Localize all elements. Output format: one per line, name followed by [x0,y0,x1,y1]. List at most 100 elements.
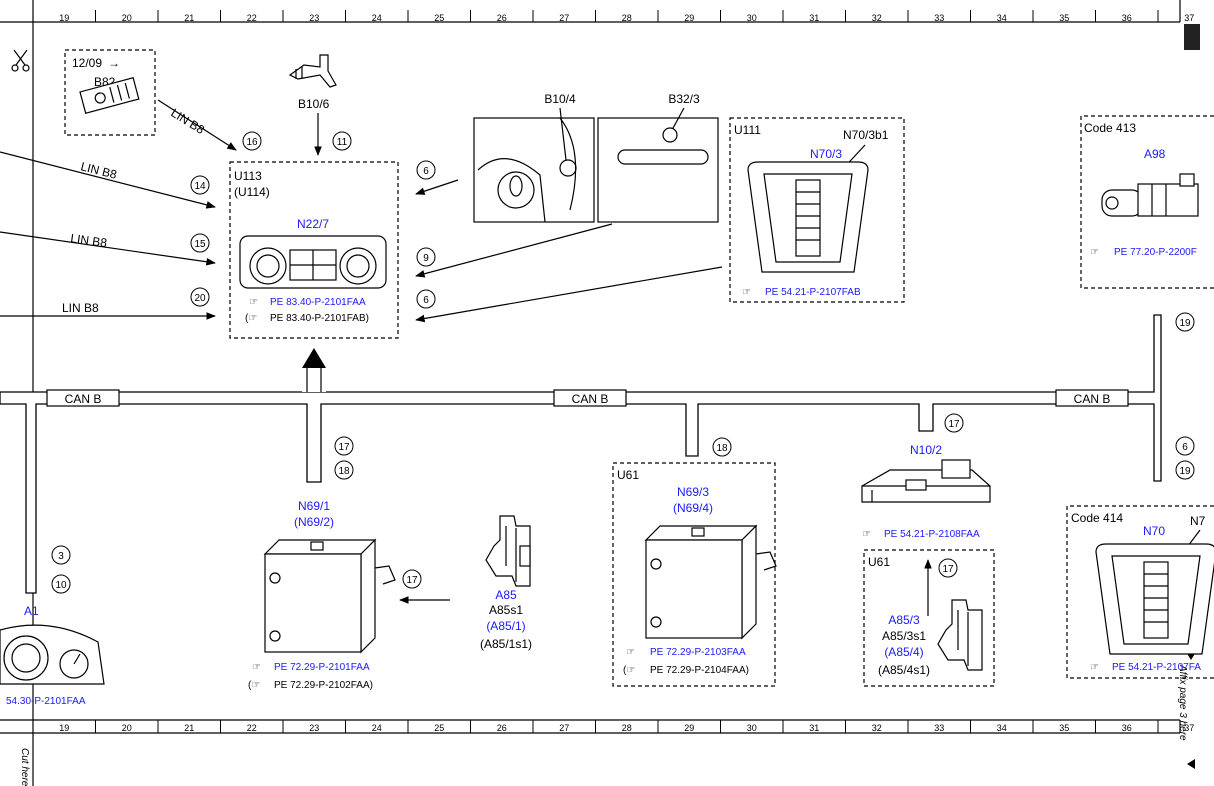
code413-label: Code 413 [1084,121,1136,135]
grid-column-label: 35 [1059,13,1069,23]
n70-3-ref: PE 54.21-P-2107FAB [765,287,861,298]
control-unit-icon [263,538,396,654]
svg-text:☞: ☞ [862,529,871,540]
b10-6-sensor-icon [288,54,337,88]
u61-label-a: U61 [617,468,639,482]
u61-label-b: U61 [868,555,890,569]
climate-control-panel-icon [239,235,387,289]
svg-text:3: 3 [58,551,64,562]
scissors-icon [11,49,30,72]
cut-here-label: Cut here [19,748,30,786]
b82-sensor-icon [79,77,140,114]
lin-label-b82: LIN B8 [168,106,207,137]
a85-3s1-label: A85/3s1 [882,629,926,643]
grid-column-label: 35 [1059,723,1069,733]
grid-column-label: 22 [247,723,257,733]
grid-column-label: 29 [684,723,694,733]
b82-group: 12/09 → B82 [64,49,156,136]
control-unit-icon [644,524,777,640]
svg-text:18: 18 [716,443,728,454]
a85-4-label: (A85/4) [884,645,923,659]
svg-text:11: 11 [337,137,348,148]
grid-column-label: 34 [997,723,1007,733]
lin-lines: LIN B8 LIN B8 LIN B8 LIN B8 [0,99,237,320]
circle-17a: 17 [334,436,354,456]
svg-text:19: 19 [1179,318,1191,329]
grid-column-label: 28 [622,723,632,733]
grid-column-label: 23 [309,13,319,23]
connection-arrows [314,113,932,616]
grid-column-label: 29 [684,13,694,23]
n70-3b1-label: N70/3b1 [843,128,889,142]
u61-a85-3-group: U61 A85/3 A85/3s1 (A85/4) (A85/4s1) [863,549,995,687]
circled-numbers: 16 11 14 15 20 6 9 6 19 17 18 18 17 6 19… [51,131,1195,594]
circle-3: 3 [51,545,71,565]
page-tab-marker [1184,24,1200,50]
n70-ref: PE 54.21-P-2107FA [1112,662,1201,673]
svg-text:☞: ☞ [742,287,751,298]
n69-3-ref1: PE 72.29-P-2103FAA [650,647,746,658]
circle-6c: 6 [1175,436,1195,456]
circle-17c: 17 [402,569,422,589]
grid-column-label: 32 [872,723,882,733]
fuse-relay-module-icon [861,459,991,503]
grid-column-label: 36 [1122,723,1132,733]
n70-label: N70 [1143,524,1165,538]
a85-group: A85 A85s1 (A85/1) (A85/1s1) [480,515,532,651]
n69-3-ref2: PE 72.29-P-2104FAA) [650,665,749,676]
grid-column-label: 22 [247,13,257,23]
svg-text:17: 17 [406,575,418,586]
svg-text:19: 19 [1179,466,1191,477]
overhead-control-panel-icon [747,161,869,273]
a98-motor-icon [1101,173,1199,217]
grid-column-label: 28 [622,13,632,23]
grid-column-label: 33 [934,13,944,23]
a1-label: A1 [24,604,39,618]
b10-4-label: B10/4 [544,92,576,106]
a98-ref: PE 77.20-P-2200F [1114,247,1197,258]
svg-text:☞: ☞ [1090,662,1099,673]
svg-text:20: 20 [194,293,206,304]
b10-6-label: B10/6 [298,97,330,111]
u113-label: U113 [234,169,262,183]
svg-text:17: 17 [338,442,350,453]
grid-column-label: 34 [997,13,1007,23]
svg-text:(☞: (☞ [623,665,635,676]
circle-16: 16 [242,131,262,151]
grid-column-label: 21 [184,723,194,733]
svg-text:☞: ☞ [252,662,261,673]
n10-2-label: N10/2 [910,443,942,457]
u61-n69-3-group: U61 N69/3 (N69/4) ☞ PE 72.29-P-2103FAA (… [612,462,777,687]
svg-text:☞: ☞ [626,647,635,658]
n70-3-label: N70/3 [810,147,842,161]
svg-text:17: 17 [942,564,954,575]
u113-group: U113 (U114) N22/7 ☞ PE 83.40-P-2101FAA (… [229,161,399,339]
circle-19a: 19 [1175,312,1195,332]
circle-14: 14 [190,175,210,195]
can-b-bus [0,314,1162,594]
svg-text:16: 16 [246,137,258,148]
instrument-cluster-icon [0,624,105,685]
grid-column-label: 26 [497,13,507,23]
affix-page-label: Affix page 3 here [1177,664,1188,741]
circle-17b: 17 [944,413,964,433]
n22-7-ref2: PE 83.40-P-2101FAB) [270,313,369,324]
circle-6a: 6 [416,160,436,180]
grid-column-label: 31 [809,723,819,733]
grid-column-label: 26 [497,723,507,733]
a1-group: A1 54.30-P-2101FAA [0,604,105,707]
grid-column-label: 36 [1122,13,1132,23]
grid-column-label: 27 [559,13,569,23]
grid-column-label: 23 [309,723,319,733]
grid-column-label: 24 [372,723,382,733]
svg-text:6: 6 [423,295,429,306]
a85-1s1-label: (A85/1s1) [480,637,532,651]
svg-text:14: 14 [194,181,206,192]
can-b-label-left: CAN B [46,389,120,407]
n69-1-label: N69/1 [298,499,330,513]
manual-ref-icon: ☞ [249,297,258,308]
svg-text:(☞: (☞ [245,313,257,324]
grid-column-label: 27 [559,723,569,733]
